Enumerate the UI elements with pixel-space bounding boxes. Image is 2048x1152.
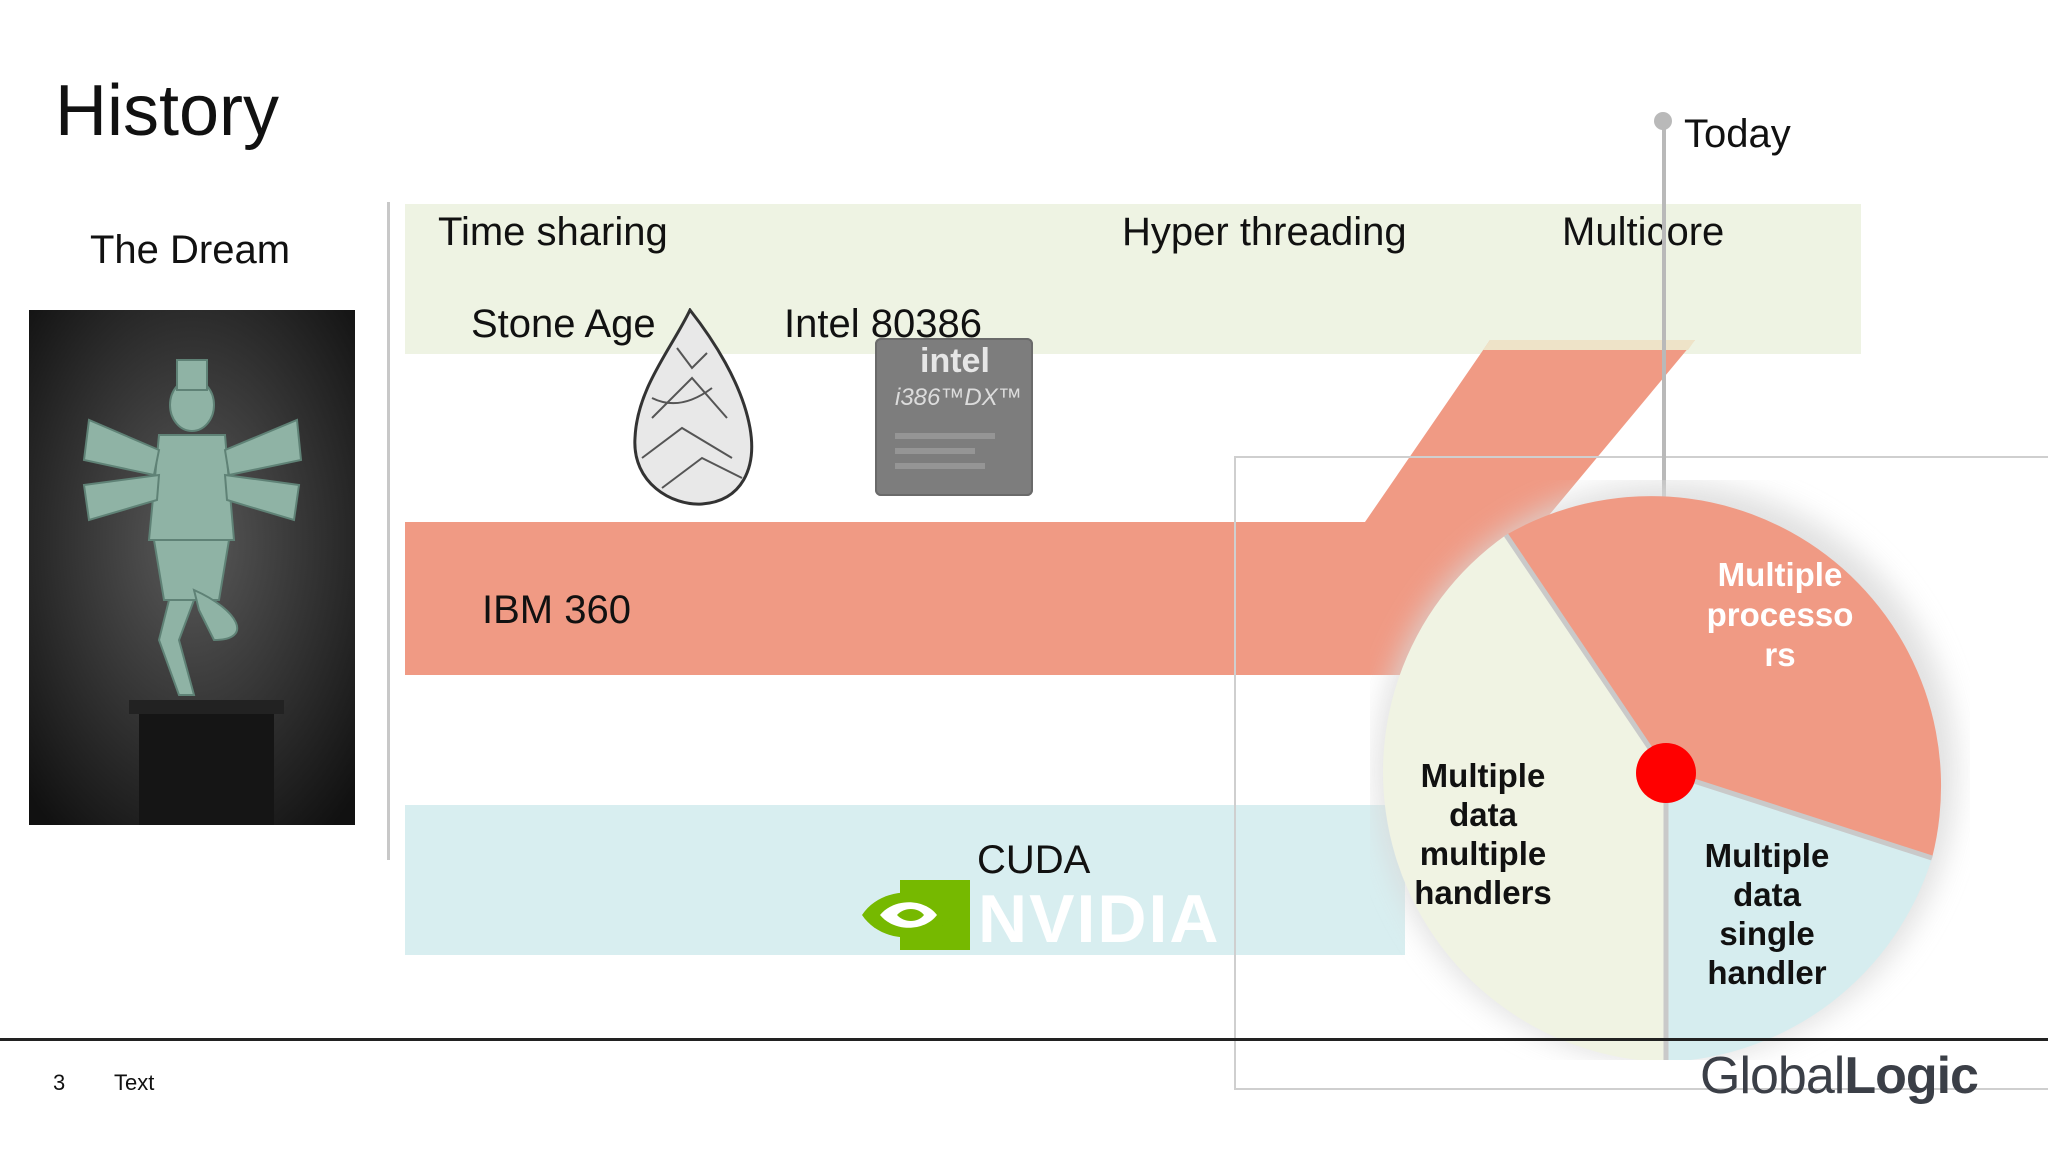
salmon-band <box>405 340 1695 675</box>
chip-model: i386™DX™ <box>895 384 1022 411</box>
hyper-threading-label: Hyper threading <box>1122 210 1407 254</box>
page-number: 3 <box>53 1070 66 1095</box>
stone-axe-image <box>633 308 754 506</box>
time-sharing-label: Time sharing <box>438 210 668 254</box>
cuda-label: CUDA <box>977 838 1091 882</box>
slide-title: History <box>55 71 280 151</box>
multicore-label: Multicore <box>1562 210 1725 254</box>
today-label: Today <box>1684 112 1791 156</box>
pie-slice-single-handler <box>1666 772 1932 1060</box>
chip-brand: intel <box>920 342 990 380</box>
statue-image <box>29 310 355 825</box>
nvidia-logo-text: NVIDIA <box>978 881 1221 957</box>
pie-panel <box>1234 456 2048 1090</box>
dream-label: The Dream <box>89 228 291 272</box>
ibm-label: IBM 360 <box>482 588 631 632</box>
today-line <box>1662 120 1666 775</box>
divider-line <box>387 202 390 860</box>
intel-chip-image: intel i386™DX™ <box>875 338 1033 496</box>
pie-label-processors: Multiple processo rs <box>1706 556 1854 673</box>
pie-slice-processors <box>1506 496 1942 858</box>
pie-label-multiple-handlers: Multiple data multiple handlers <box>1414 757 1552 911</box>
green-band <box>405 204 1861 354</box>
pie-slice-multiple-handlers <box>1383 535 1666 1060</box>
now-marker-dot <box>1636 743 1696 803</box>
stone-age-label: Stone Age <box>471 302 656 346</box>
pie-label-single-handler: Multiple data single handler <box>1704 837 1830 991</box>
globallogic-logo: GlobalLogic <box>1700 1047 1979 1105</box>
today-marker-icon <box>1654 112 1672 130</box>
footer-line <box>0 1038 2048 1041</box>
footer-text: Text <box>114 1070 155 1095</box>
nvidia-eye-icon <box>862 880 970 950</box>
